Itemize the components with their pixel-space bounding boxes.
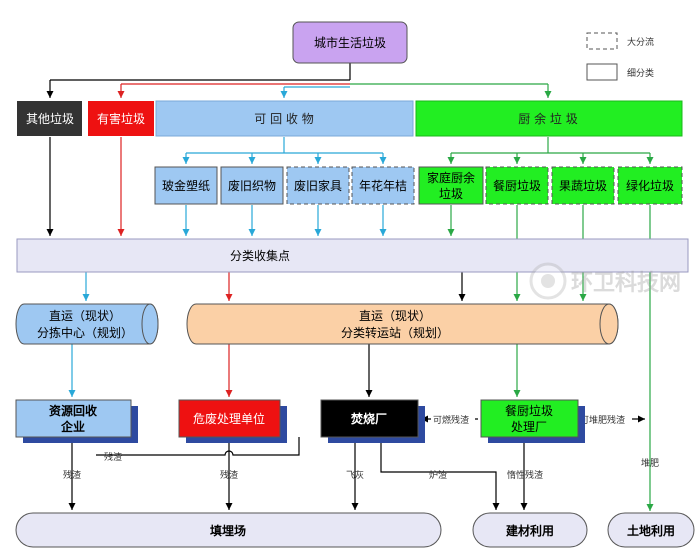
- flow-labels: 可燃残渣 可堆肥残渣 残渣 残渣 残渣 飞灰 炉渣 惰性残渣 堆肥: [63, 412, 659, 481]
- root-title: 城市生活垃圾: [314, 35, 386, 50]
- item-fruit-veg-waste: 果蔬垃圾: [559, 178, 607, 193]
- sorting-center-line1: 直运（现状）: [49, 309, 121, 323]
- item-glass-metal-plastic-paper: 玻金塑纸: [162, 178, 210, 193]
- hazardous-unit-label: 危废处理单位: [193, 411, 265, 426]
- sorting-center: 直运（现状） 分拣中心（规划）: [15, 303, 159, 345]
- item-household-food-line2: 垃圾: [439, 186, 463, 201]
- landfill: 填埋场: [15, 512, 442, 548]
- building-materials-label: 建材利用: [505, 523, 554, 538]
- residue-label-a: 残渣: [104, 451, 122, 463]
- landfill-label: 填埋场: [210, 523, 246, 538]
- recycling-enterprise-line2: 企业: [60, 419, 85, 434]
- recyclable-items: 玻金塑纸 废旧织物 废旧家具 年花年桔: [154, 166, 415, 205]
- inert-residue-label: 惰性残渣: [507, 469, 543, 481]
- category-recyclable: 可 回 收 物: [254, 112, 313, 126]
- item-furniture: 废旧家具: [294, 178, 342, 193]
- transfer-station-line2: 分类转运站（规划）: [341, 325, 449, 340]
- recycling-enterprise-line1: 资源回收: [49, 403, 97, 418]
- kitchen-plant-line2: 处理厂: [511, 420, 547, 434]
- item-restaurant-waste: 餐厨垃圾: [493, 178, 541, 193]
- residue-label-c: 残渣: [220, 469, 238, 481]
- category-row: 其他垃圾 有害垃圾 可 回 收 物 厨 余 垃 圾: [17, 100, 683, 137]
- slag-label: 炉渣: [429, 469, 447, 481]
- item-new-year-flowers: 年花年桔: [359, 178, 407, 193]
- recycling-enterprise: 资源回收 企业: [15, 399, 138, 443]
- connectors: [46, 63, 654, 511]
- item-greening-waste: 绿化垃圾: [626, 178, 674, 193]
- compostable-residue-label: 可堆肥残渣: [580, 414, 625, 426]
- hazardous-unit: 危废处理单位: [178, 399, 287, 443]
- residue-label-b: 残渣: [63, 469, 81, 481]
- transfer-station-line1: 直运（现状）: [359, 309, 431, 323]
- kitchen-plant: 餐厨垃圾 处理厂: [480, 399, 585, 443]
- legend-dashed-label: 大分流: [627, 36, 654, 48]
- root-node: 城市生活垃圾: [292, 21, 408, 64]
- fly-ash-label: 飞灰: [346, 469, 364, 481]
- watermark: 环卫科技网: [529, 262, 681, 300]
- transfer-station: 直运（现状） 分类转运站（规划）: [186, 303, 619, 345]
- category-hazardous: 有害垃圾: [97, 111, 145, 126]
- legend-solid-label: 细分类: [627, 67, 654, 79]
- incineration-plant: 焚烧厂: [320, 399, 425, 443]
- category-kitchen: 厨 余 垃 圾: [518, 111, 577, 126]
- sorting-center-line2: 分拣中心（规划）: [37, 325, 133, 340]
- collection-point: 分类收集点: [16, 238, 689, 273]
- building-materials: 建材利用: [472, 512, 588, 548]
- compost-label: 堆肥: [641, 458, 659, 469]
- kitchen-items: 家庭厨余 垃圾 餐厨垃圾 果蔬垃圾 绿化垃圾: [418, 166, 683, 205]
- collection-point-label: 分类收集点: [230, 248, 290, 263]
- watermark-text: 环卫科技网: [571, 271, 681, 296]
- combustible-residue-label: 可燃残渣: [433, 414, 469, 426]
- item-household-food-line1: 家庭厨余: [427, 170, 475, 185]
- incineration-plant-label: 焚烧厂: [350, 411, 387, 426]
- category-other: 其他垃圾: [26, 111, 74, 126]
- kitchen-plant-line1: 餐厨垃圾: [505, 403, 553, 418]
- legend: 大分流 细分类: [586, 32, 654, 81]
- item-textiles: 废旧织物: [228, 178, 276, 193]
- land-use-label: 土地利用: [627, 523, 675, 538]
- land-use: 土地利用: [607, 512, 695, 548]
